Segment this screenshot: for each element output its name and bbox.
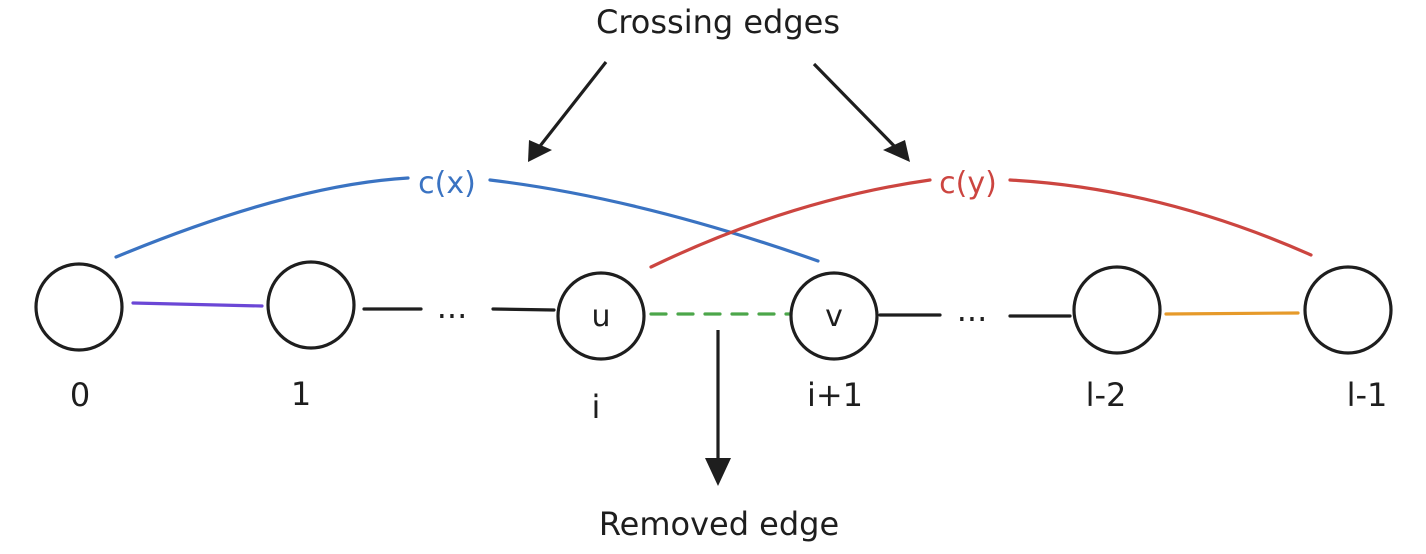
edge-cy-right [1008, 178, 1313, 257]
edge-cx-label: c(x) [418, 166, 476, 201]
removed-edge-label: Removed edge [599, 505, 839, 543]
node-0 [34, 262, 124, 352]
arrow-to-cy-head [883, 140, 910, 162]
arrow-to-cx [531, 61, 608, 156]
node-i1-index: i+1 [807, 376, 863, 414]
ellipsis-left: ... [437, 288, 468, 326]
node-l1 [1303, 265, 1393, 355]
edge-cx-right [488, 178, 820, 263]
node-i1-letter: v [825, 299, 843, 334]
edge-l2-l1 [1164, 311, 1300, 316]
node-i [556, 271, 646, 361]
node-i-index: i [592, 388, 601, 426]
node-i1 [789, 271, 879, 361]
node-1-index: 1 [291, 375, 311, 413]
edge-0-1 [131, 301, 264, 308]
node-i-letter: u [591, 299, 610, 334]
edge-ellipsis-i [491, 307, 556, 312]
edge-cy-label: c(y) [939, 166, 997, 201]
node-0-index: 0 [70, 376, 90, 414]
edge-cx-left [114, 176, 410, 259]
edge-cy-left [649, 178, 932, 269]
node-l1-index: l-1 [1347, 376, 1388, 414]
crossing-edges-title: Crossing edges [596, 3, 840, 41]
arrow-to-cx-head [528, 140, 552, 162]
arrow-to-removed-head [705, 458, 731, 486]
arrow-to-cy [812, 62, 905, 157]
node-1 [266, 260, 356, 350]
ellipsis-right: ... [957, 291, 988, 329]
node-l2-index: l-2 [1086, 376, 1127, 414]
node-l2 [1072, 265, 1162, 355]
